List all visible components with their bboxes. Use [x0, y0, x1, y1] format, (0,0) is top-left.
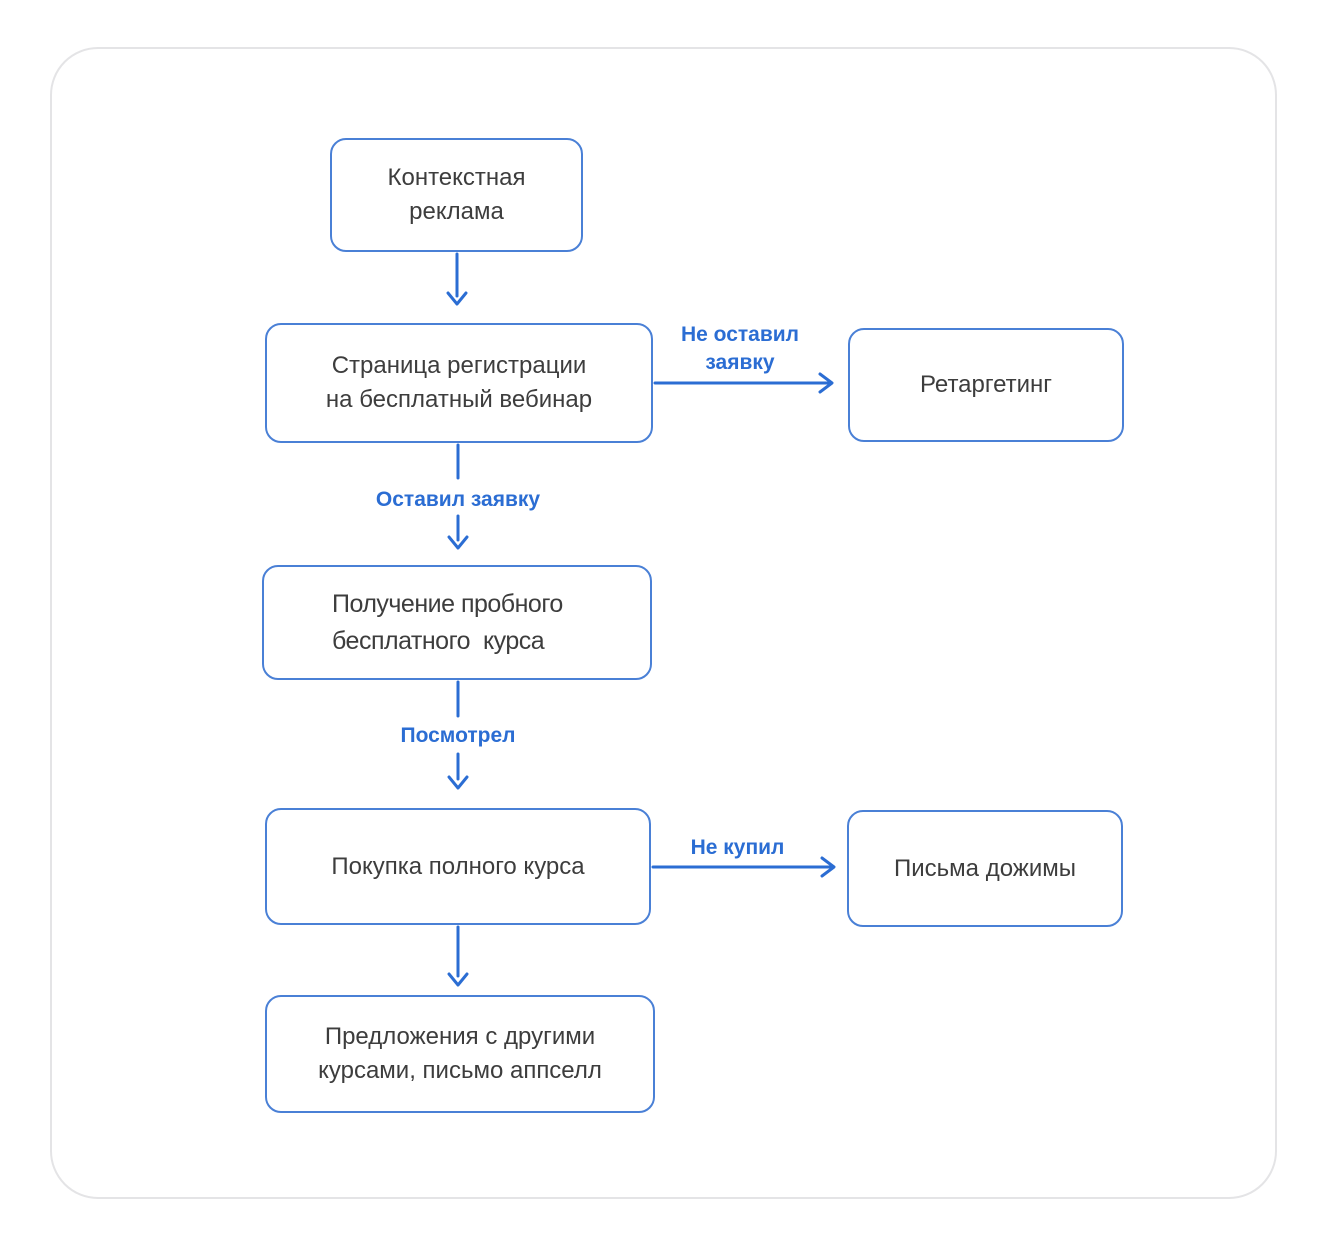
node-retargeting-label: Ретаргетинг [919, 371, 1053, 399]
node-contextual-ads: Контекстная реклама [330, 138, 583, 252]
edge-label-not-bought: Не купил [690, 836, 785, 859]
node-purchase-full-course: Покупка полного курса [265, 808, 651, 925]
edge-label-watched: Посмотрел [400, 724, 516, 747]
node-purchase-full-course-label: Покупка полного курса [331, 852, 585, 880]
node-trial-course-label: Получение пробного бесплатного курса [332, 590, 563, 655]
node-retargeting: Ретаргетинг [848, 328, 1124, 442]
node-upsell-offers-label: Предложения с другими курсами, письмо ап… [318, 1023, 602, 1084]
node-followup-letters: Письма дожимы [847, 810, 1123, 927]
edge-label-no-request: Не оставил заявку [680, 323, 800, 375]
node-registration-page: Страница регистрации на бесплатный вебин… [265, 323, 653, 443]
node-registration-page-label: Страница регистрации на бесплатный вебин… [325, 352, 593, 413]
diagram-card [50, 47, 1277, 1199]
node-followup-letters-label: Письма дожимы [894, 854, 1076, 882]
node-contextual-ads-label: Контекстная реклама [387, 164, 526, 225]
edge-label-left-request: Оставил заявку [375, 488, 541, 511]
node-upsell-offers: Предложения с другими курсами, письмо ап… [265, 995, 655, 1113]
node-trial-course: Получение пробного бесплатного курса [262, 565, 652, 680]
